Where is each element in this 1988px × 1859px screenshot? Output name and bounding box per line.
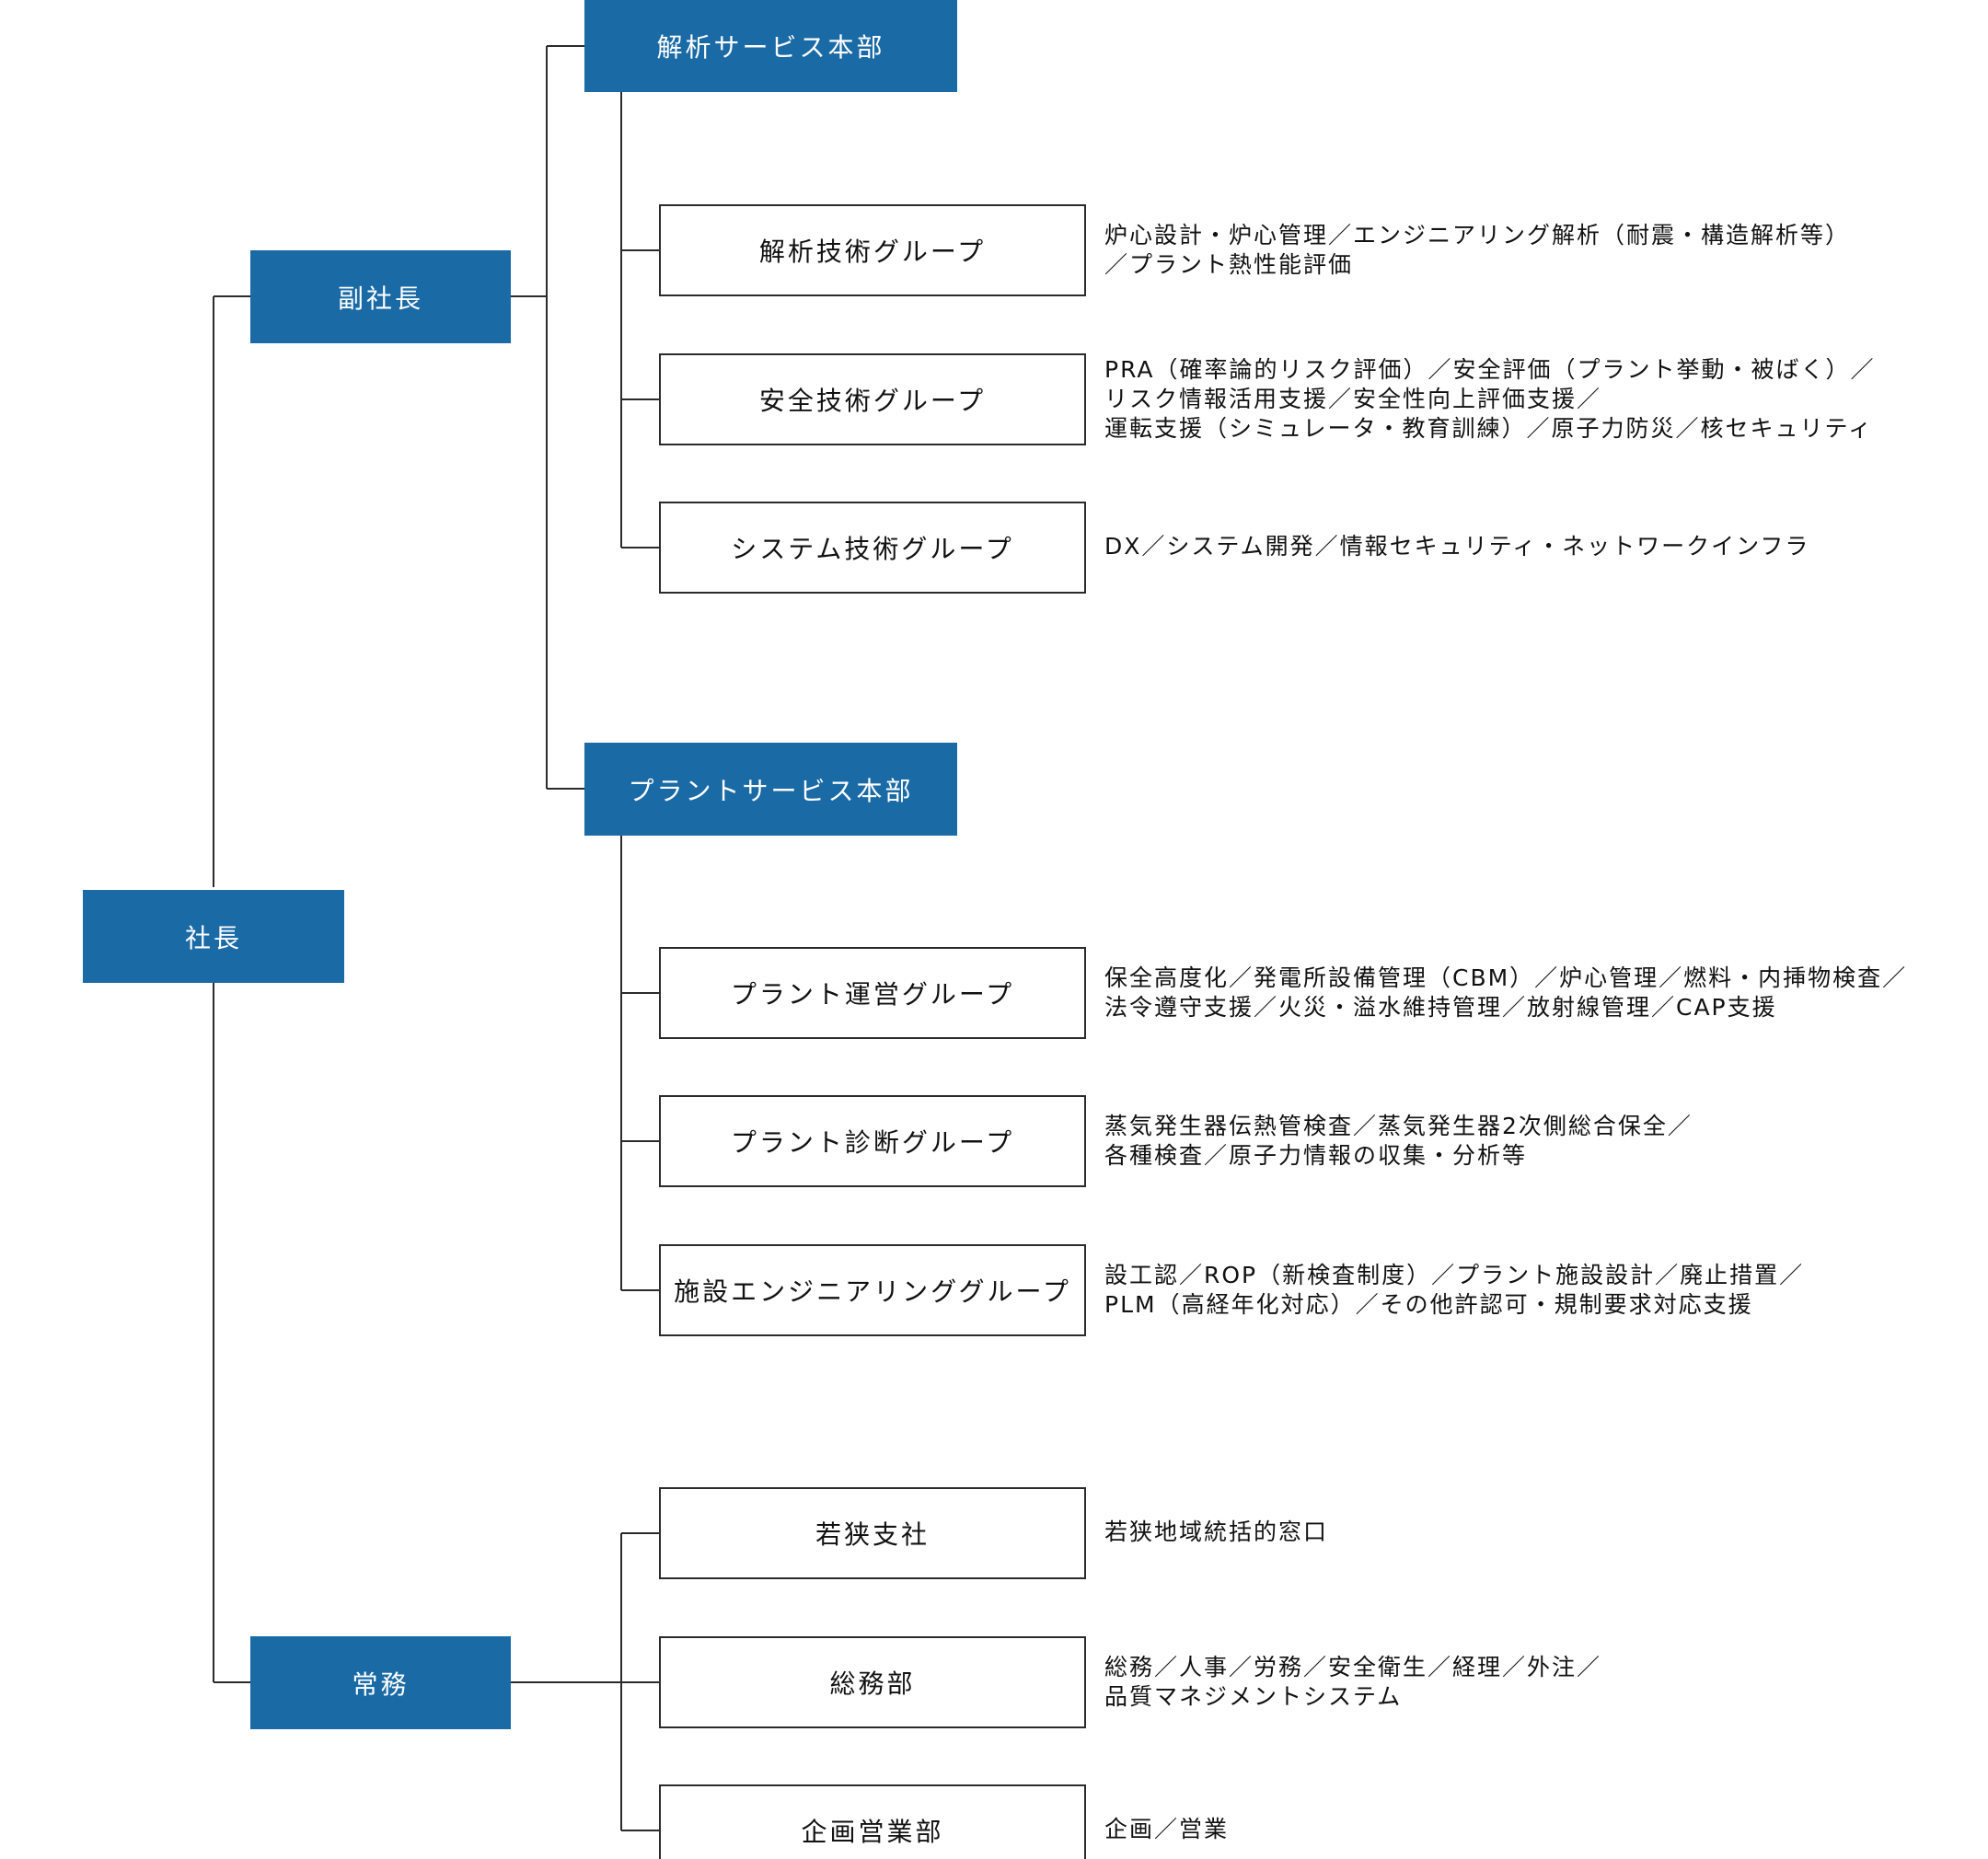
description-line: リスク情報活用支援／安全性向上評価支援／: [1104, 386, 1602, 412]
group-description: DX／システム開発／情報セキュリティ・ネットワークインフラ: [1104, 532, 1809, 561]
managing-director-box: 常務: [250, 1636, 511, 1729]
president-label: 社長: [184, 922, 242, 953]
group-description: 蒸気発生器伝熱管検査／蒸気発生器2次側総合保全／ 各種検査／原子力情報の収集・分…: [1104, 1112, 1693, 1171]
president-box: 社長: [83, 890, 344, 983]
plant-division-box: プラントサービス本部: [584, 743, 957, 836]
group-label: プラント運営グループ: [730, 979, 1015, 1010]
description-line: 運転支援（シミュレータ・教育訓練）／原子力防災／核セキュリティ: [1104, 415, 1874, 442]
description-line: 企画／営業: [1104, 1816, 1230, 1842]
description-line: DX／システム開発／情報セキュリティ・ネットワークインフラ: [1104, 533, 1810, 560]
vice-president-label: 副社長: [337, 283, 423, 314]
description-line: 炉心設計・炉心管理／エンジニアリング解析（耐震・構造解析等）: [1104, 222, 1851, 248]
plant-division-label: プラントサービス本部: [628, 775, 914, 806]
description-line: ／プラント熱性能評価: [1104, 251, 1354, 278]
office-label: 若狭支社: [815, 1519, 930, 1550]
description-line: 若狭地域統括的窓口: [1104, 1518, 1329, 1545]
analysis-division-label: 解析サービス本部: [656, 32, 885, 63]
group-label: 安全技術グループ: [758, 386, 987, 416]
group-box: 施設エンジニアリンググループ: [659, 1244, 1086, 1336]
description-line: 品質マネジメントシステム: [1104, 1683, 1403, 1710]
description-line: 法令遵守支援／火災・溢水維持管理／放射線管理／CAP支援: [1104, 994, 1777, 1021]
group-box: プラント運営グループ: [659, 947, 1086, 1039]
group-box: プラント診断グループ: [659, 1095, 1086, 1187]
description-line: PRA（確率論的リスク評価）／安全評価（プラント挙動・被ばく）／: [1104, 356, 1876, 383]
analysis-division-box: 解析サービス本部: [584, 0, 957, 92]
office-box: 若狭支社: [659, 1487, 1086, 1579]
description-line: 設工認／ROP（新検査制度）／プラント施設設計／廃止措置／: [1104, 1262, 1805, 1288]
group-box: 安全技術グループ: [659, 353, 1086, 445]
description-line: 保全高度化／発電所設備管理（CBM）／炉心管理／燃料・内挿物検査／: [1104, 964, 1908, 991]
group-description: 設工認／ROP（新検査制度）／プラント施設設計／廃止措置／ PLM（高経年化対応…: [1104, 1261, 1804, 1320]
office-box: 企画営業部: [659, 1784, 1086, 1859]
description-line: PLM（高経年化対応）／その他許認可・規制要求対応支援: [1104, 1291, 1753, 1318]
description-line: 総務／人事／労務／安全衛生／経理／外注／: [1104, 1654, 1602, 1680]
office-description: 総務／人事／労務／安全衛生／経理／外注／ 品質マネジメントシステム: [1104, 1653, 1601, 1712]
group-label: システム技術グループ: [731, 534, 1014, 564]
office-label: 総務部: [829, 1668, 916, 1699]
managing-director-label: 常務: [352, 1668, 410, 1700]
group-label: 解析技術グループ: [758, 237, 987, 267]
vice-president-box: 副社長: [250, 250, 511, 343]
group-description: 保全高度化／発電所設備管理（CBM）／炉心管理／燃料・内挿物検査／ 法令遵守支援…: [1104, 964, 1907, 1022]
group-description: 炉心設計・炉心管理／エンジニアリング解析（耐震・構造解析等） ／プラント熱性能評…: [1104, 221, 1850, 280]
office-description: 若狭地域統括的窓口: [1104, 1518, 1328, 1547]
group-label: 施設エンジニアリンググループ: [674, 1276, 1071, 1307]
group-box: 解析技術グループ: [659, 204, 1086, 296]
group-box: システム技術グループ: [659, 502, 1086, 594]
office-description: 企画／営業: [1104, 1815, 1229, 1844]
office-box: 総務部: [659, 1636, 1086, 1728]
group-label: プラント診断グループ: [730, 1127, 1015, 1158]
description-line: 各種検査／原子力情報の収集・分析等: [1104, 1142, 1528, 1169]
description-line: 蒸気発生器伝熱管検査／蒸気発生器2次側総合保全／: [1104, 1113, 1693, 1139]
office-label: 企画営業部: [801, 1817, 944, 1847]
group-description: PRA（確率論的リスク評価）／安全評価（プラント挙動・被ばく）／ リスク情報活用…: [1104, 355, 1876, 444]
